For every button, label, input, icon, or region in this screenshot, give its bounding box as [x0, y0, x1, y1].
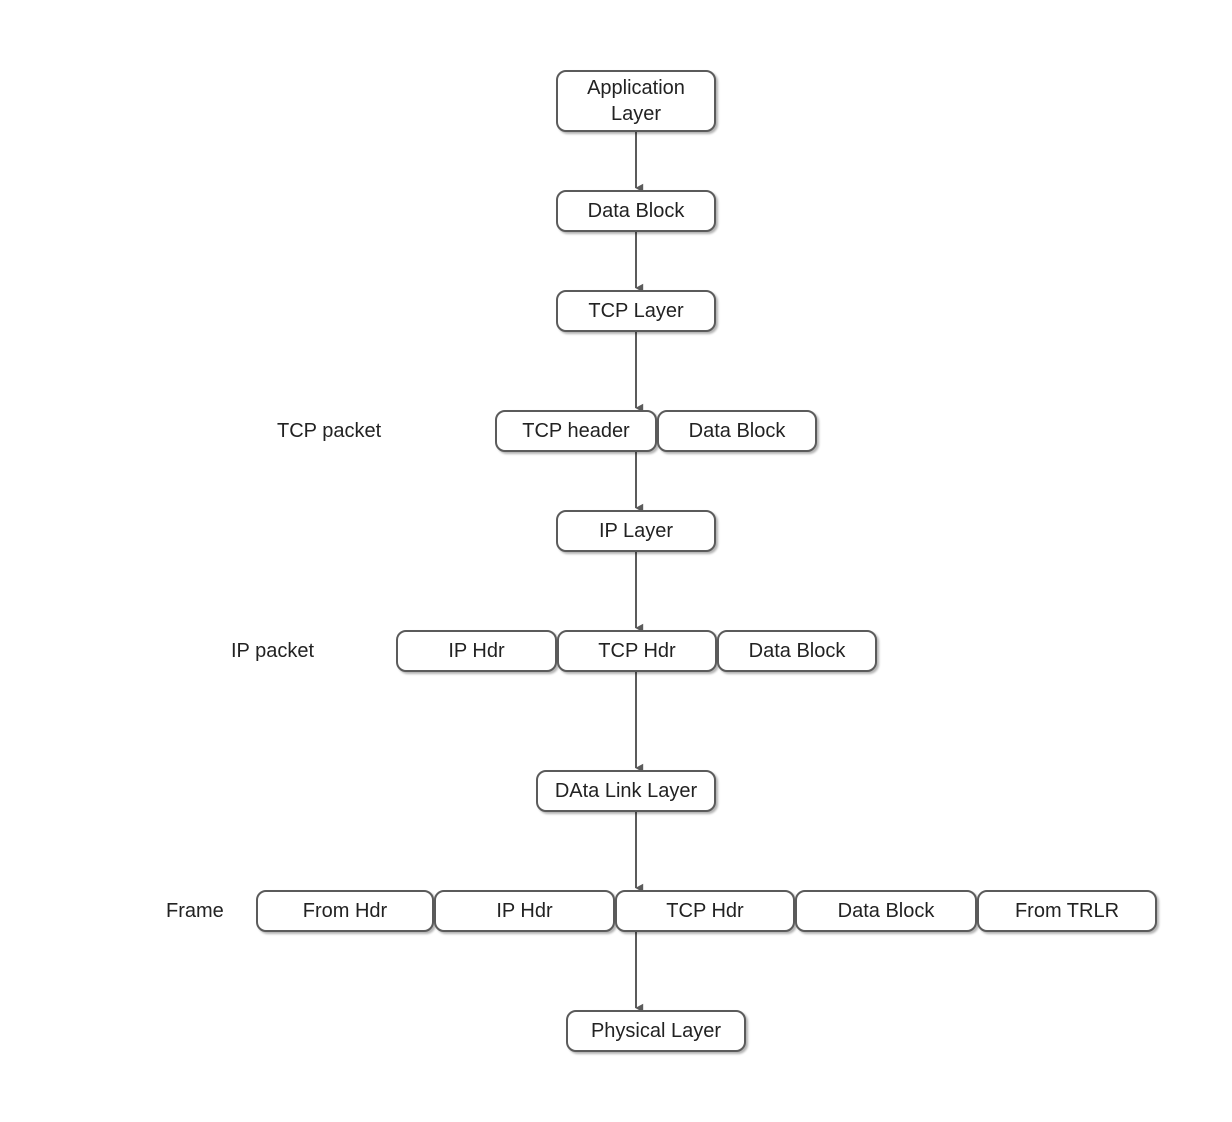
row-label-ip-packet: IP packet [231, 640, 315, 662]
row-label-tcp-packet: TCP packet [277, 420, 382, 442]
segment-frame-from-trlr[interactable]: From TRLR [977, 890, 1157, 932]
segment-ip-payload-data-block[interactable]: Data Block [717, 630, 877, 672]
node-physical-layer[interactable]: Physical Layer [566, 1010, 746, 1052]
segment-frame-ip-hdr[interactable]: IP Hdr [434, 890, 615, 932]
node-ip-layer[interactable]: IP Layer [556, 510, 716, 552]
node-application-layer[interactable]: Application Layer [556, 70, 716, 132]
segment-tcp-payload-data-block[interactable]: Data Block [657, 410, 817, 452]
segment-tcp-header[interactable]: TCP header [495, 410, 657, 452]
segment-ip-hdr[interactable]: IP Hdr [396, 630, 557, 672]
segment-frame-data-block[interactable]: Data Block [795, 890, 977, 932]
node-data-block[interactable]: Data Block [556, 190, 716, 232]
row-label-frame: Frame [166, 900, 224, 922]
segment-frame-tcp-hdr[interactable]: TCP Hdr [615, 890, 795, 932]
node-data-link-layer[interactable]: DAta Link Layer [536, 770, 716, 812]
segment-frame-from-hdr[interactable]: From Hdr [256, 890, 434, 932]
segment-tcp-hdr[interactable]: TCP Hdr [557, 630, 717, 672]
node-tcp-layer[interactable]: TCP Layer [556, 290, 716, 332]
